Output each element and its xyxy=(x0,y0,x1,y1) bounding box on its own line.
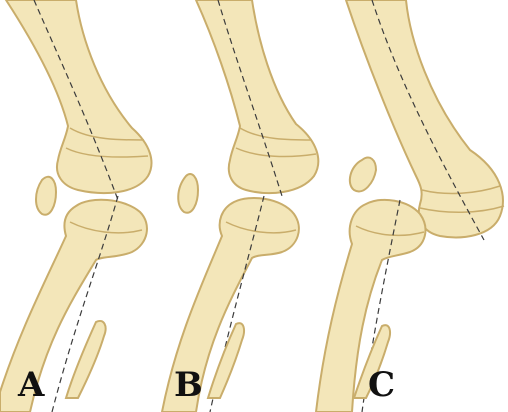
panel-b-proximal-bone xyxy=(196,0,318,193)
panel-c-sesamoid-bone xyxy=(350,158,376,192)
panel-a-small-bone xyxy=(66,321,106,398)
panel-label-b: B xyxy=(174,368,203,402)
panel-b-sesamoid-bone xyxy=(178,174,198,213)
panel-label-a: A xyxy=(18,368,44,402)
panel-a-sesamoid-bone xyxy=(36,177,56,215)
panel-a-proximal-bone xyxy=(6,0,151,193)
panel-label-c: C xyxy=(368,368,395,402)
panel-c xyxy=(316,0,504,412)
panel-a xyxy=(0,0,151,412)
panel-b xyxy=(162,0,318,412)
